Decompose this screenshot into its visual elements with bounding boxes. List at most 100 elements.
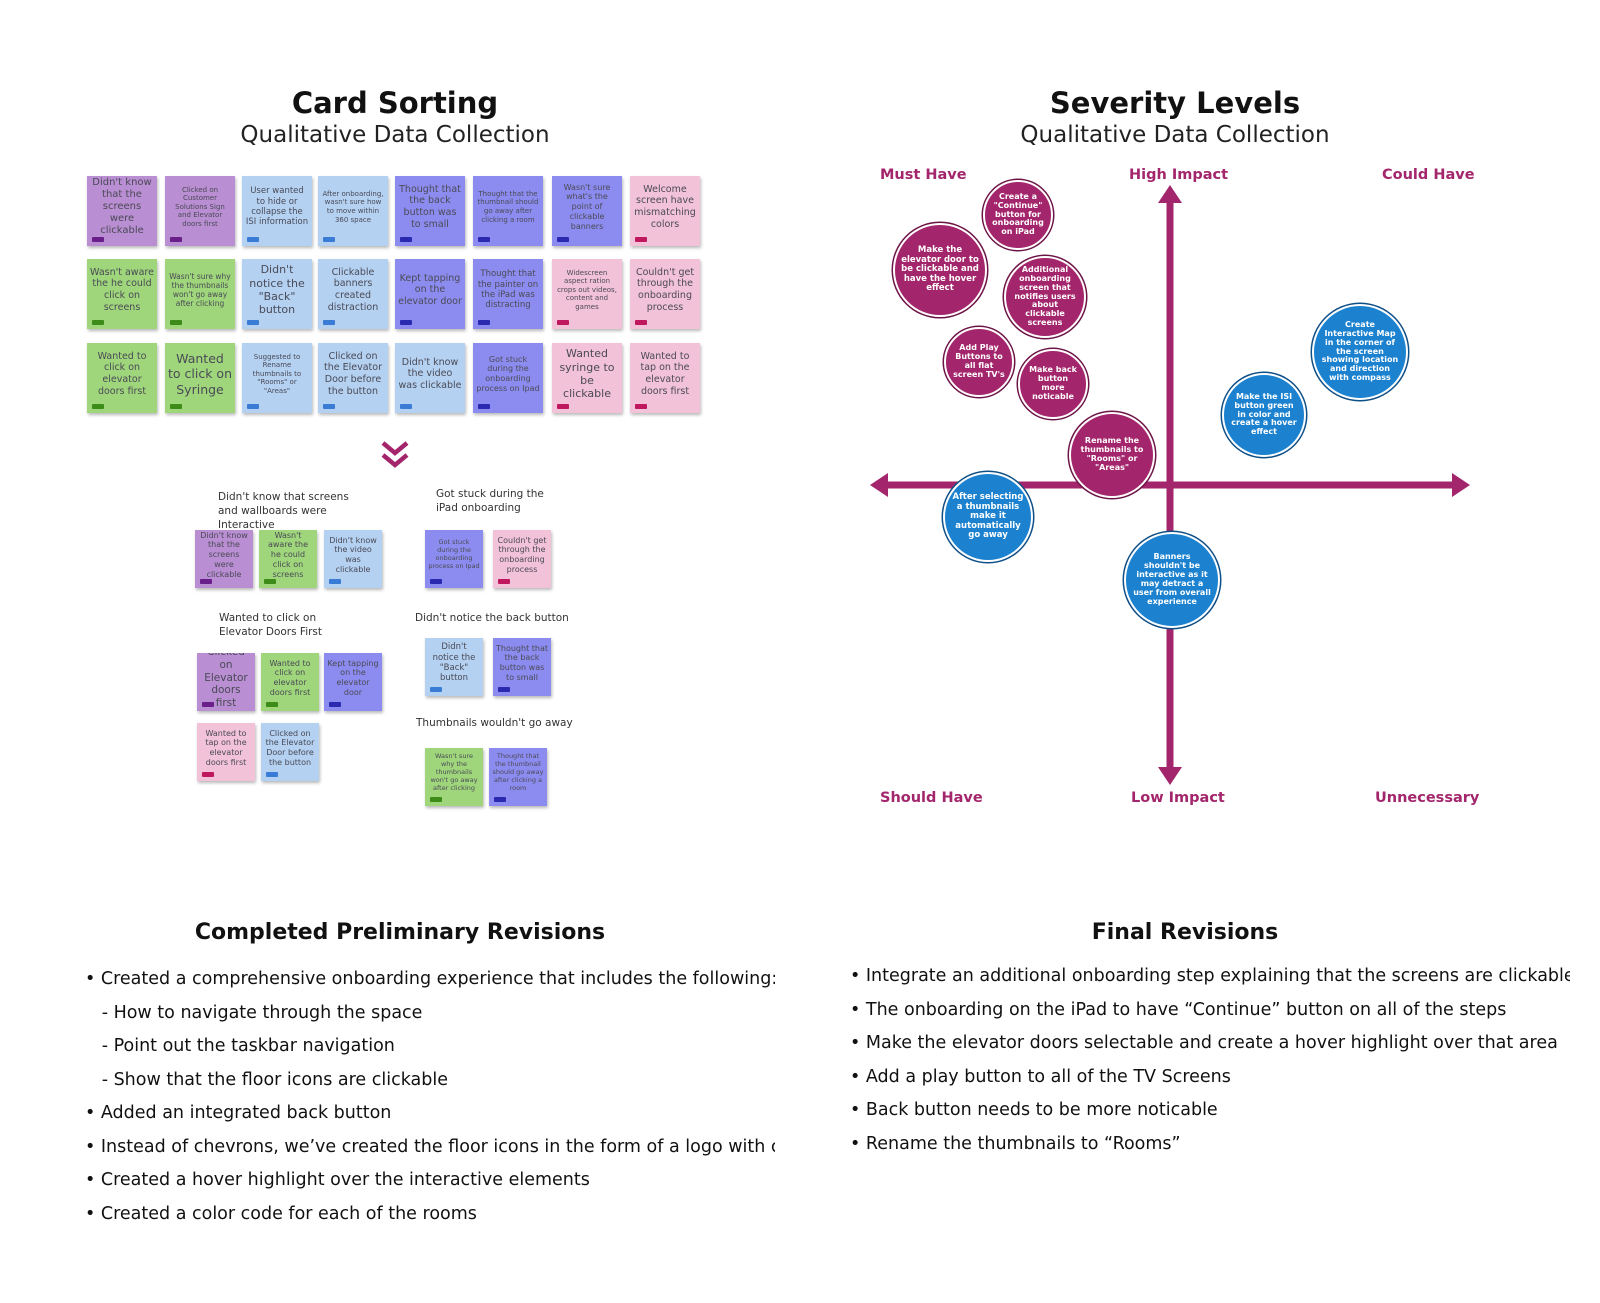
- sticky-note: Kept tapping on the elevator door: [324, 653, 382, 711]
- final-revisions-title: Final Revisions: [1091, 920, 1279, 945]
- sticky-note: Got stuck during the onboarding process …: [473, 343, 543, 413]
- severity-bubble-text: Create Interactive Map in the corner of …: [1321, 319, 1399, 383]
- author-tag: [247, 320, 259, 325]
- sticky-note-text: Kept tapping on the elevator door: [327, 658, 379, 697]
- group-label: Didn't know that screens and wallboards …: [218, 491, 349, 532]
- author-tag: [323, 404, 335, 409]
- author-tag: [430, 579, 442, 584]
- sticky-note: Didn't notice the "Back" button: [242, 259, 312, 329]
- revision-item: • Add a play button to all of the TV Scr…: [850, 1066, 1231, 1087]
- author-tag: [635, 320, 647, 325]
- sticky-note-text: Didn't know the video was clickable: [329, 535, 377, 574]
- sticky-note: Got stuck during the onboarding process …: [425, 530, 483, 588]
- sticky-note-text: Wasn't sure why the thumbnails won't go …: [430, 752, 478, 792]
- sticky-note-text: Didn't know the video was clickable: [398, 356, 462, 391]
- severity-bubble: Make the elevator door to be clickable a…: [893, 223, 987, 317]
- revision-item: • Back button needs to be more noticable: [850, 1100, 1218, 1120]
- double-chevron-down-icon: [379, 440, 411, 470]
- author-tag: [200, 579, 212, 584]
- severity-bubble-text: Create a "Continue" button for onboardin…: [992, 191, 1044, 237]
- sticky-note: Clicked on Customer Solutions Sign and E…: [165, 176, 235, 246]
- group-label: Thumbnails wouldn't go away: [416, 717, 573, 729]
- sticky-note-text: Welcome screen have mismatching colors: [634, 183, 696, 230]
- sticky-note: Clickable banners created distraction: [318, 259, 388, 329]
- sticky-note: Wanted to tap on the elevator doors firs…: [197, 723, 255, 781]
- severity-bubble-text: After selecting a thumbnails make it aut…: [952, 492, 1024, 541]
- sticky-note-text: Clickable banners created distraction: [327, 266, 379, 313]
- author-tag: [247, 237, 259, 242]
- author-tag: [92, 404, 104, 409]
- sticky-note: Thought that the thumbnail should go awa…: [489, 748, 547, 806]
- quadrant-should-have: Should Have: [880, 790, 983, 806]
- sticky-note-text: Wasn't aware the he could click on scree…: [90, 266, 154, 313]
- sticky-note: Didn't know that the screens were clicka…: [87, 176, 157, 246]
- card-sorting-title: Card Sorting: [291, 86, 499, 120]
- revision-item: • Integrate an additional onboarding ste…: [850, 966, 1570, 986]
- sticky-note: Thought that the back button was to smal…: [395, 176, 465, 246]
- author-tag: [329, 579, 341, 584]
- sticky-note-text: Thought that the thumbnail should go awa…: [477, 189, 539, 224]
- group-label: Didn't notice the back button: [415, 612, 569, 624]
- author-tag: [264, 579, 276, 584]
- severity-bubble: Make the ISI button green in color and c…: [1222, 373, 1306, 457]
- sticky-note-text: Wasn't sure why the thumbnails won't go …: [169, 271, 231, 309]
- sticky-note-text: Clicked on Customer Solutions Sign and E…: [175, 185, 225, 228]
- quadrant-high-impact: High Impact: [1129, 167, 1229, 183]
- severity-bubble: Banners shouldn't be interactive as it m…: [1124, 532, 1220, 628]
- sticky-note-text: Wanted to click on Syringe: [168, 351, 232, 397]
- revision-item: - Show that the floor icons are clickabl…: [85, 1069, 449, 1090]
- author-tag: [266, 702, 278, 707]
- author-tag: [400, 404, 412, 409]
- sticky-note-text: Got stuck during the onboarding process …: [428, 538, 480, 570]
- sticky-note-text: Didn't notice the "Back" button: [249, 263, 305, 317]
- sticky-note-text: Clicked on Elevator doors first: [204, 653, 248, 710]
- sticky-note-text: Wanted syringe to be clickable: [559, 347, 615, 401]
- group-label: Got stuck during the iPad onboarding: [436, 488, 544, 515]
- severity-bubble: Rename the thumbnails to "Rooms" or "Are…: [1069, 412, 1155, 498]
- revision-item: • Instead of chevrons, we’ve created the…: [85, 1136, 775, 1157]
- sticky-note: Wanted syringe to be clickable: [552, 343, 622, 413]
- sticky-note: Thought that the back button was to smal…: [493, 638, 551, 696]
- author-tag: [202, 702, 214, 707]
- sticky-note-text: Clicked on the Elevator Door before the …: [324, 350, 382, 397]
- card-sorting-subtitle: Qualitative Data Collection: [240, 122, 550, 148]
- quadrant-could-have: Could Have: [1382, 167, 1475, 183]
- severity-bubble: Additional onboarding screen that notifi…: [1004, 256, 1086, 338]
- author-tag: [557, 404, 569, 409]
- severity-bubble: Create Interactive Map in the corner of …: [1312, 304, 1408, 400]
- sticky-note-text: Wasn't aware the he could click on scree…: [267, 530, 309, 579]
- revision-item: - How to navigate through the space: [85, 1002, 423, 1023]
- author-tag: [266, 772, 278, 777]
- severity-bubble-text: Make back button more noticable: [1029, 365, 1077, 401]
- author-tag: [323, 320, 335, 325]
- author-tag: [478, 237, 490, 242]
- author-tag: [557, 237, 569, 242]
- preliminary-revisions-title: Completed Preliminary Revisions: [194, 920, 606, 945]
- revision-item: • Created a comprehensive onboarding exp…: [85, 969, 775, 989]
- sticky-note-text: Wanted to click on elevator doors first: [269, 658, 311, 697]
- sticky-note-text: Widescreen aspect ration crops out video…: [557, 268, 617, 311]
- sticky-note: After onboarding, wasn't sure how to mov…: [318, 176, 388, 246]
- sticky-note-text: Thought that the back button was to smal…: [399, 183, 461, 230]
- severity-bubble: Make back button more noticable: [1018, 349, 1088, 419]
- sticky-note-text: Thought that the back button was to smal…: [496, 643, 548, 682]
- sticky-note-text: Couldn't get through the onboarding proc…: [635, 266, 695, 313]
- sticky-note-text: Wanted to tap on the elevator doors firs…: [205, 728, 247, 767]
- author-tag: [430, 687, 442, 692]
- sticky-note: Kept tapping on the elevator door: [395, 259, 465, 329]
- author-tag: [92, 320, 104, 325]
- final-revisions-list: • Integrate an additional onboarding ste…: [850, 960, 1570, 1161]
- severity-bubble: Add Play Buttons to all flat screen TV's: [944, 327, 1014, 397]
- revision-item: • Added an integrated back button: [85, 1103, 392, 1123]
- sticky-note-text: Wanted to click on elevator doors first: [97, 350, 147, 397]
- sticky-note: Couldn't get through the onboarding proc…: [493, 530, 551, 588]
- author-tag: [494, 797, 506, 802]
- sticky-note: Wasn't aware the he could click on scree…: [87, 259, 157, 329]
- severity-bubble-text: Rename the thumbnails to "Rooms" or "Are…: [1080, 436, 1144, 472]
- severity-bubble-text: Make the elevator door to be clickable a…: [901, 245, 979, 294]
- sticky-note-text: Didn't notice the "Back" button: [432, 642, 476, 684]
- sticky-note-text: Wanted to tap on the elevator doors firs…: [640, 350, 690, 397]
- quadrant-low-impact: Low Impact: [1131, 790, 1225, 806]
- revision-item: • Created a hover highlight over the int…: [85, 1170, 590, 1190]
- sticky-note: Wanted to click on elevator doors first: [261, 653, 319, 711]
